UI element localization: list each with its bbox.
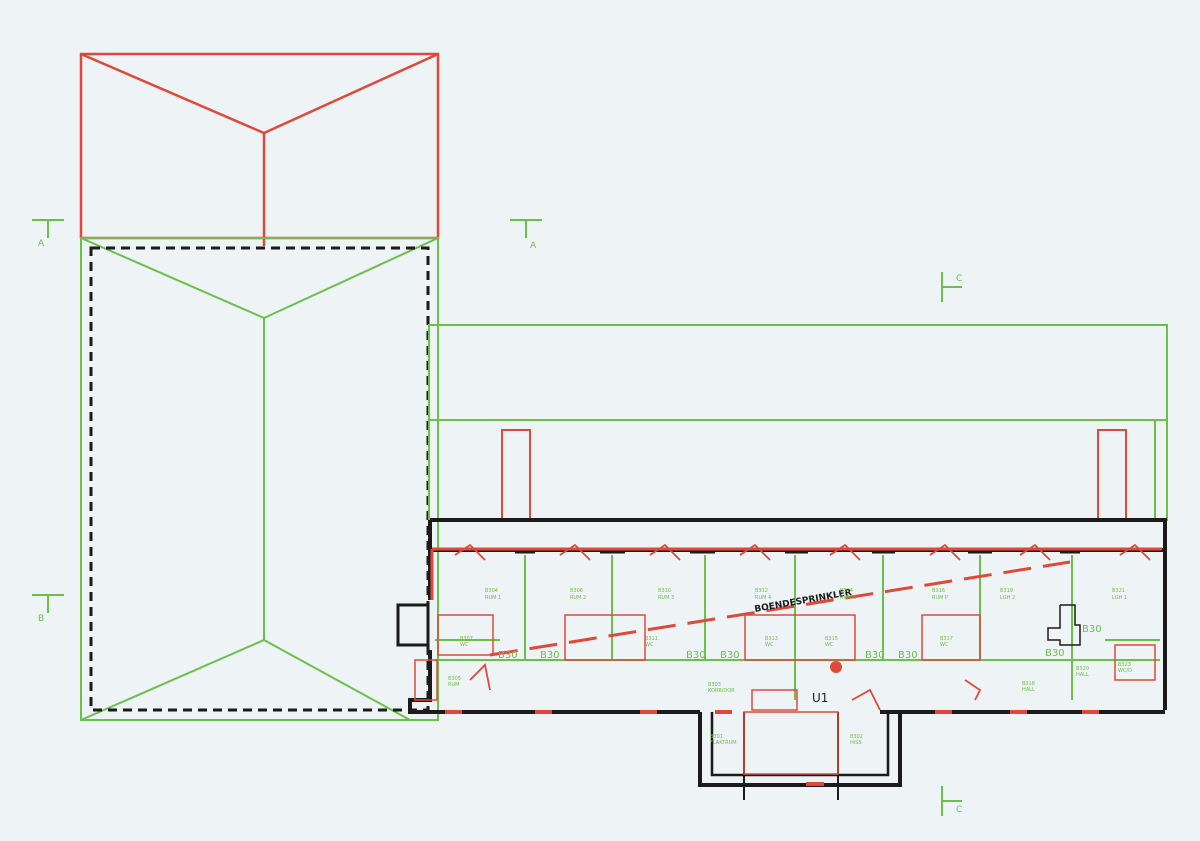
room-partitions [435, 555, 1160, 700]
room-name: LGH 2 [1000, 595, 1015, 601]
room-number: B317 [940, 636, 953, 642]
room-number: B321 [1112, 588, 1125, 594]
section-label: A [38, 239, 45, 249]
room-name: RUM 1 [485, 595, 501, 601]
exit-label: U1 [812, 691, 828, 705]
room-number: B303 [708, 682, 721, 688]
stairwell-hatch [743, 711, 839, 775]
door-swings [454, 543, 1151, 711]
fire-class-label: B30 [865, 650, 885, 661]
fire-class-label: B30 [720, 650, 740, 661]
section-label: C [956, 805, 962, 815]
section-marker-a-right [510, 219, 542, 238]
upper-roof-outline [79, 52, 440, 246]
room-name: WC [825, 642, 834, 648]
section-marker-c-top [941, 272, 962, 302]
fire-class-label: B30 [898, 650, 918, 661]
room-number: B319 [1000, 588, 1013, 594]
room-number: B318 [1022, 681, 1035, 687]
elevator-outline [1047, 604, 1081, 646]
room-labels: B304 RUM 1 B306 RUM 2 B310 RUM 3 B312 RU… [448, 588, 1132, 746]
sprinkler-annotation: BOENDESPRINKLER [754, 588, 853, 615]
room-name: RUM [448, 682, 459, 688]
fire-wall-line [430, 547, 1162, 600]
room-number: B306 [570, 588, 583, 594]
room-number: B302 [850, 734, 863, 740]
room-number: B315 [825, 636, 838, 642]
room-number: B316 [932, 588, 945, 594]
stair-landing [751, 689, 798, 711]
room-name: HALL [1022, 687, 1035, 693]
fire-class-label: B30 [540, 650, 560, 661]
room-name: WC [645, 642, 654, 648]
room-name: LGH 1 [1112, 595, 1127, 601]
room-number: B320 [1076, 666, 1089, 672]
window-markers [445, 710, 1099, 786]
sprinkler-line [489, 560, 1071, 657]
room-number: B313 [765, 636, 778, 642]
wc-units [414, 614, 1156, 701]
left-wing-roof [80, 237, 439, 721]
room-name: RUM 3 [658, 595, 674, 601]
exterior-box [396, 603, 430, 647]
section-label: A [530, 241, 537, 251]
right-wing-roof [428, 324, 1168, 521]
fire-class-label: B30 [1045, 648, 1065, 659]
room-name: WC [940, 642, 949, 648]
room-name: RUM 2 [570, 595, 586, 601]
room-name: RUM 4 [755, 595, 771, 601]
fire-class-label: B30 [686, 650, 706, 661]
room-number: B307 [460, 636, 473, 642]
fire-class-label: B30 [1082, 624, 1102, 635]
room-name: RUM 5 [840, 595, 856, 601]
room-number: B323 [1118, 662, 1131, 668]
room-name: KORRIDOR [708, 688, 735, 694]
room-name: WC [765, 642, 774, 648]
fire-extinguisher-icon [830, 661, 842, 673]
room-name: HALL [1076, 672, 1089, 678]
fire-class-label: B30 [498, 650, 518, 661]
chimney-left [501, 429, 531, 521]
section-marker-a-left [32, 219, 64, 238]
room-number: B304 [485, 588, 498, 594]
section-label: C [956, 274, 962, 284]
room-name: WC [460, 642, 469, 648]
room-name: RUM P [932, 595, 948, 601]
section-marker-b-left [32, 594, 64, 613]
room-number: B305 [448, 676, 461, 682]
section-label: B [38, 614, 44, 624]
room-number: B312 [755, 588, 768, 594]
room-name: FLAKTRUM [710, 740, 737, 746]
left-wing-dashed-outline [89, 246, 430, 712]
room-number: B311 [645, 636, 658, 642]
room-name: HISS [850, 740, 862, 746]
room-number: B301 [710, 734, 723, 740]
chimney-right [1097, 429, 1127, 521]
room-name: WC/D [1118, 668, 1132, 674]
section-marker-c-bottom [941, 786, 962, 816]
room-number: B314 [840, 588, 853, 594]
room-number: B310 [658, 588, 671, 594]
